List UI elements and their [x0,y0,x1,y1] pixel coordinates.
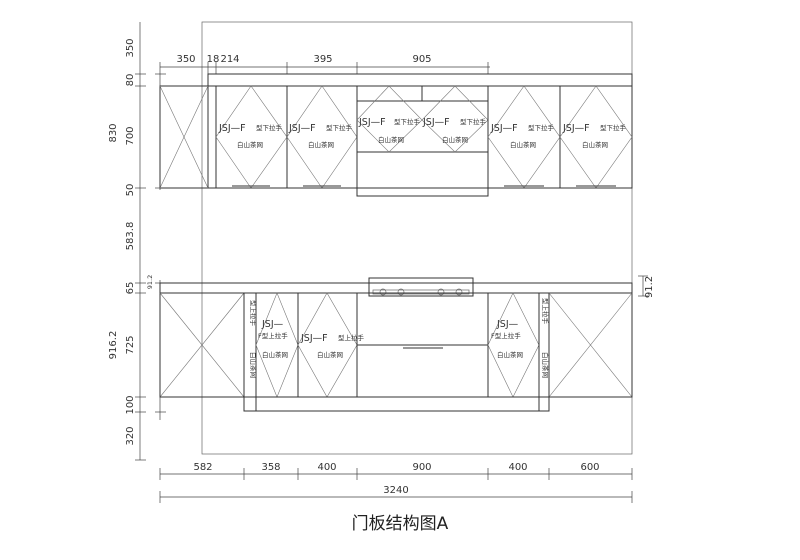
vertical-finish-left: 白山茶网 [249,352,258,378]
dim-left-80: 80 [125,74,136,87]
top-dimension-line: 350 18 214 395 905 [159,54,490,74]
lower-door-3-note: F型上拉手 [491,331,521,340]
vertical-label-right: 型上拉手 [541,298,550,325]
lower-filler-right: 型上拉手 白山茶网 [538,292,550,412]
upper-side-panel [159,85,209,189]
dim-left-350: 350 [125,38,136,57]
dim-left-small-91-2: 91.2 [146,275,154,289]
dim-left-700: 700 [125,126,136,145]
dim-left-320: 320 [125,426,136,445]
toe-kick [243,396,550,412]
drawing-caption: 门板结构图A [351,514,449,534]
dim-top-905: 905 [412,54,431,65]
left-dimension-line: 350 80 830 700 50 583.8 65 916.2 725 100… [108,22,166,461]
dim-bottom-900: 900 [412,462,431,473]
lower-door-3: JSJ— F型上拉手 白山茶网 [487,292,540,398]
lower-door-1-model: JSJ— [261,319,284,330]
countertop [159,282,633,294]
dim-left-830: 830 [108,123,119,142]
upper-door-2: JSJ—F 型下拉手 白山茶网 [286,85,358,189]
dim-left-916-2: 916.2 [108,331,119,360]
lower-drawers [356,292,489,398]
lower-door-3-finish: 白山茶网 [497,350,523,359]
upper-door-6-model: JSJ—F [562,123,590,134]
lower-door-2: JSJ—F 型上拉手 白山茶网 [297,292,365,398]
upper-door-3-note: 型下拉手 [394,117,421,126]
upper-door-4-model: JSJ—F [422,117,450,128]
vertical-finish-right: 白山茶网 [541,352,550,378]
upper-door-1: JSJ—F 型下拉手 白山茶网 [215,85,288,189]
upper-door-1-model: JSJ—F [218,123,246,134]
upper-door-4-finish: 白山茶网 [442,135,468,144]
upper-door-6-note: 型下拉手 [600,123,627,132]
dim-total-3240: 3240 [383,485,408,496]
lower-door-1: JSJ— F型上拉手 白山茶网 [255,292,299,398]
lower-door-2-note: 型上拉手 [338,333,365,342]
upper-door-2-finish: 白山茶网 [308,140,334,149]
dim-bottom-582: 582 [193,462,212,473]
upper-door-3-finish: 白山茶网 [378,135,404,144]
lower-door-2-model: JSJ—F [300,333,328,344]
upper-door-3-model: JSJ—F [358,117,386,128]
upper-door-1-finish: 白山茶网 [237,140,263,149]
upper-door-2-note: 型下拉手 [326,123,353,132]
dim-left-50: 50 [125,184,136,197]
wall-outline [201,21,633,455]
dim-top-18: 18 [207,54,220,65]
upper-door-5-finish: 白山茶网 [510,140,536,149]
dim-bottom-400: 400 [317,462,336,473]
dim-bottom-358: 358 [261,462,280,473]
lower-door-2-finish: 白山茶网 [317,350,343,359]
lower-door-1-finish: 白山茶网 [262,350,288,359]
right-dimension-line: 91.2 [638,275,655,298]
vertical-label-left: 型上拉手 [249,300,258,327]
dim-right-91-2: 91.2 [644,276,655,298]
upper-door-6: JSJ—F 型下拉手 白山茶网 [559,85,633,189]
upper-door-5: JSJ—F 型下拉手 白山茶网 [487,85,561,189]
upper-crown [207,73,633,87]
lower-door-3-model: JSJ— [496,319,519,330]
upper-door-5-model: JSJ—F [490,123,518,134]
lower-door-1-note: F型上拉手 [258,331,288,340]
bottom-dimension-line: 582 358 400 900 400 600 3240 [159,462,633,503]
upper-door-3: JSJ—F 型下拉手 JSJ—F 型下拉手 白山茶网 白山茶网 [356,85,489,197]
upper-door-5-note: 型下拉手 [528,123,555,132]
dim-top-350: 350 [176,54,195,65]
dim-left-100: 100 [125,395,136,414]
dim-bottom-400b: 400 [508,462,527,473]
upper-door-1-note: 型下拉手 [256,123,283,132]
dim-top-395: 395 [313,54,332,65]
upper-door-4-note: 型下拉手 [460,117,487,126]
dim-top-214: 214 [220,54,239,65]
dim-bottom-600: 600 [580,462,599,473]
dim-left-725: 725 [125,335,136,354]
dim-left-583-8: 583.8 [125,222,136,251]
dim-left-65: 65 [125,282,136,295]
cooktop [368,277,474,297]
upper-door-6-finish: 白山茶网 [582,140,608,149]
upper-door-2-model: JSJ—F [288,123,316,134]
